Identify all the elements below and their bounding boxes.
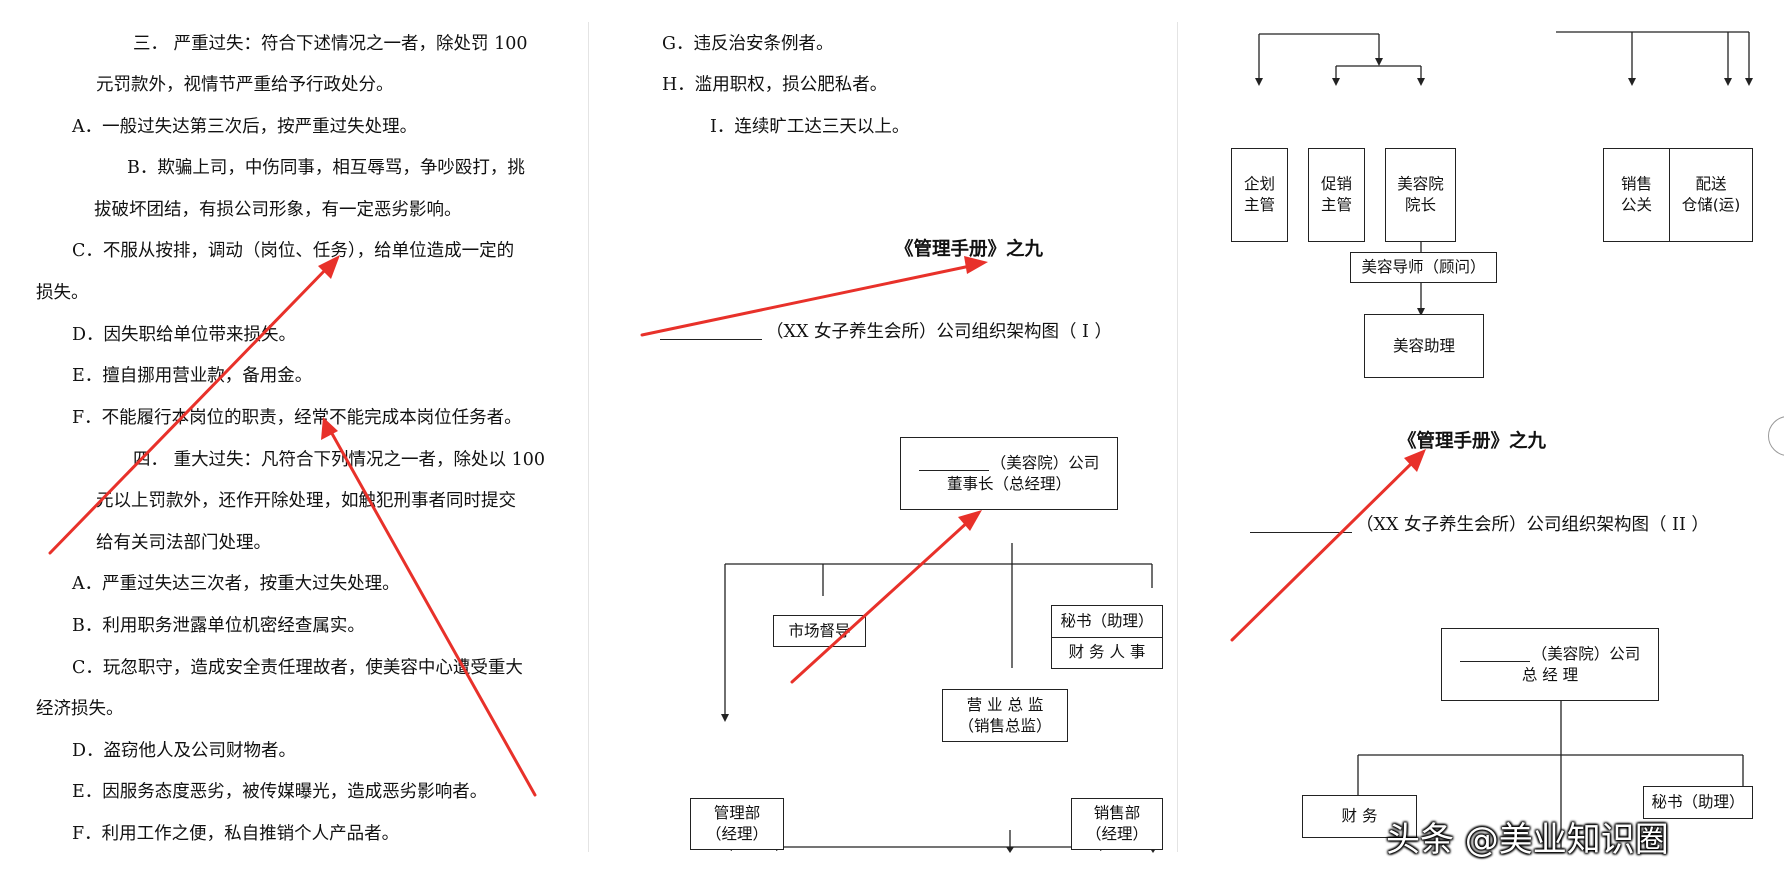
general-manager-box: （美容院）公司 总 经 理 xyxy=(1441,628,1659,701)
blank-line xyxy=(1459,660,1530,662)
sales-dept-label: 销售部 xyxy=(1093,804,1141,822)
secretary-finance-box: 秘书（助理） 财 务 人 事 xyxy=(1051,605,1163,669)
text-line: 经济损失。 xyxy=(36,699,124,719)
text-line: A．一般过失达第三次后，按严重过失处理。 xyxy=(72,117,418,137)
salon-head-box: 美容院 院长 xyxy=(1385,148,1456,242)
text-line: H．滥用职权，损公肥私者。 xyxy=(662,75,888,95)
sales-pr-box: 销售 公关 xyxy=(1603,148,1670,242)
page-title: 《管理手册》之九 xyxy=(895,239,1044,260)
text-line: B．利用职务泄露单位机密经查属实。 xyxy=(72,616,365,636)
sales-dept-box: 销售部 （经理） xyxy=(1071,798,1163,850)
gm-title: 总 经 理 xyxy=(1521,665,1579,684)
page-divider xyxy=(1177,22,1178,852)
annotation-arrow xyxy=(1230,458,1417,642)
secretary-label-2: 秘书（助理） xyxy=(1651,793,1745,811)
sales-director-label: 营 业 总 监 xyxy=(966,695,1044,714)
text-line: E．因服务态度恶劣，被传媒曝光，造成恶劣影响者。 xyxy=(72,782,488,802)
market-supervisor-box: 市场督导 xyxy=(773,615,866,647)
watermark: 头条 @美业知识圈 xyxy=(1386,820,1669,860)
finance-hr-label: 财 务 人 事 xyxy=(1068,643,1146,661)
beauty-advisor-box: 美容导师（顾问） xyxy=(1350,252,1497,283)
text-line: D．因失职给单位带来损失。 xyxy=(72,325,297,345)
salon-head-sub: 院长 xyxy=(1404,196,1436,214)
finance-box: 财 务 xyxy=(1302,795,1417,838)
sales-director-sub: （销售总监） xyxy=(958,716,1052,735)
text-line: 元以上罚款外，还作开除处理，如触犯刑事者同时提交 xyxy=(96,491,516,511)
text-line: C．不服从按排，调动（岗位、任务），给单位造成一定的 xyxy=(72,241,515,261)
box-divider xyxy=(1052,637,1162,638)
annotation-arrow xyxy=(790,518,972,684)
text-line: 损失。 xyxy=(36,283,89,303)
sales-director-box: 营 业 总 监 （销售总监） xyxy=(942,689,1068,742)
text-line: 拔破坏团结，有损公司形象，有一定恶劣影响。 xyxy=(94,200,462,220)
sales-pr-label: 销售 xyxy=(1620,175,1652,193)
page-title: 《管理手册》之九 xyxy=(1398,431,1547,452)
beauty-assistant-label: 美容助理 xyxy=(1392,336,1455,355)
promotion-label: 促销 xyxy=(1320,175,1352,193)
chairman-box: （美容院）公司 董事长（总经理） xyxy=(900,437,1118,510)
text-line: 元罚款外，视情节严重给予行政处分。 xyxy=(96,75,394,95)
text-line: E．擅自挪用营业款，备用金。 xyxy=(72,366,313,386)
chairman-title: 董事长（总经理） xyxy=(946,474,1071,493)
scroll-handle[interactable] xyxy=(1768,416,1784,456)
admin-dept-box: 管理部 （经理） xyxy=(690,798,784,850)
gm-company: （美容院）公司 xyxy=(1531,644,1641,663)
market-supervisor-label: 市场督导 xyxy=(788,621,851,640)
text-line: C．玩忽职守，造成安全责任理故者，使美容中心遭受重大 xyxy=(72,658,523,678)
text-line: D．盗窃他人及公司财物者。 xyxy=(72,741,297,761)
beauty-advisor-label: 美容导师（顾问） xyxy=(1361,258,1486,276)
beauty-assistant-box: 美容助理 xyxy=(1364,314,1484,378)
text-line: G．违反治安条例者。 xyxy=(662,34,834,54)
text-line: 给有关司法部门处理。 xyxy=(96,533,271,553)
blank-line xyxy=(918,469,989,471)
admin-dept-sub: （经理） xyxy=(705,825,768,843)
text-line: F．利用工作之便，私自推销个人产品者。 xyxy=(72,824,400,844)
secretary-label: 秘书（助理） xyxy=(1060,612,1154,630)
delivery-box: 配送 仓储(运) xyxy=(1669,148,1753,242)
chairman-company: （美容院）公司 xyxy=(990,453,1100,472)
text-line: F．不能履行本岗位的职责，经常不能完成本岗位任务者。 xyxy=(72,408,522,428)
finance-label: 财 务 xyxy=(1341,807,1378,825)
blank-line xyxy=(1250,532,1352,533)
text-line: A．严重过失达三次者，按重大过失处理。 xyxy=(72,574,400,594)
sales-pr-sub: 公关 xyxy=(1620,196,1652,214)
chart-subtitle: （XX 女子养生会所）公司组织架构图（ I ） xyxy=(660,318,1112,343)
promotion-sub: 主管 xyxy=(1320,196,1352,214)
planning-sub: 主管 xyxy=(1243,196,1275,214)
blank-line xyxy=(660,339,762,340)
chart-subtitle: （XX 女子养生会所）公司组织架构图（ II ） xyxy=(1250,511,1709,536)
promotion-manager-box: 促销 主管 xyxy=(1308,148,1365,242)
chart-subtitle-text: （XX 女子养生会所）公司组织架构图（ I ） xyxy=(766,322,1113,342)
delivery-sub: 仓储(运) xyxy=(1681,196,1741,214)
planning-label: 企划 xyxy=(1243,175,1275,193)
left-page: 三． 严重过失：符合下述情况之一者，除处罚 100 元罚款外，视情节严重给予行政… xyxy=(0,0,588,886)
text-line: B．欺骗上司，中伤同事，相互辱骂，争吵殴打，挑 xyxy=(127,158,525,178)
secretary-box: 秘书（助理） xyxy=(1643,786,1753,819)
text-line: 三． 严重过失：符合下述情况之一者，除处罚 100 xyxy=(133,34,528,54)
salon-head-label: 美容院 xyxy=(1397,175,1444,193)
delivery-label: 配送 xyxy=(1695,175,1727,193)
sales-dept-sub: （经理） xyxy=(1085,825,1148,843)
text-line: 四． 重大过失：凡符合下列情况之一者，除处以 100 xyxy=(133,450,546,470)
chart-subtitle-text: （XX 女子养生会所）公司组织架构图（ II ） xyxy=(1356,515,1709,535)
arrowhead xyxy=(958,510,982,531)
planning-manager-box: 企划 主管 xyxy=(1231,148,1288,242)
text-line: I．连续旷工达三天以上。 xyxy=(710,117,910,137)
page-divider xyxy=(588,22,589,852)
admin-dept-label: 管理部 xyxy=(713,804,761,822)
